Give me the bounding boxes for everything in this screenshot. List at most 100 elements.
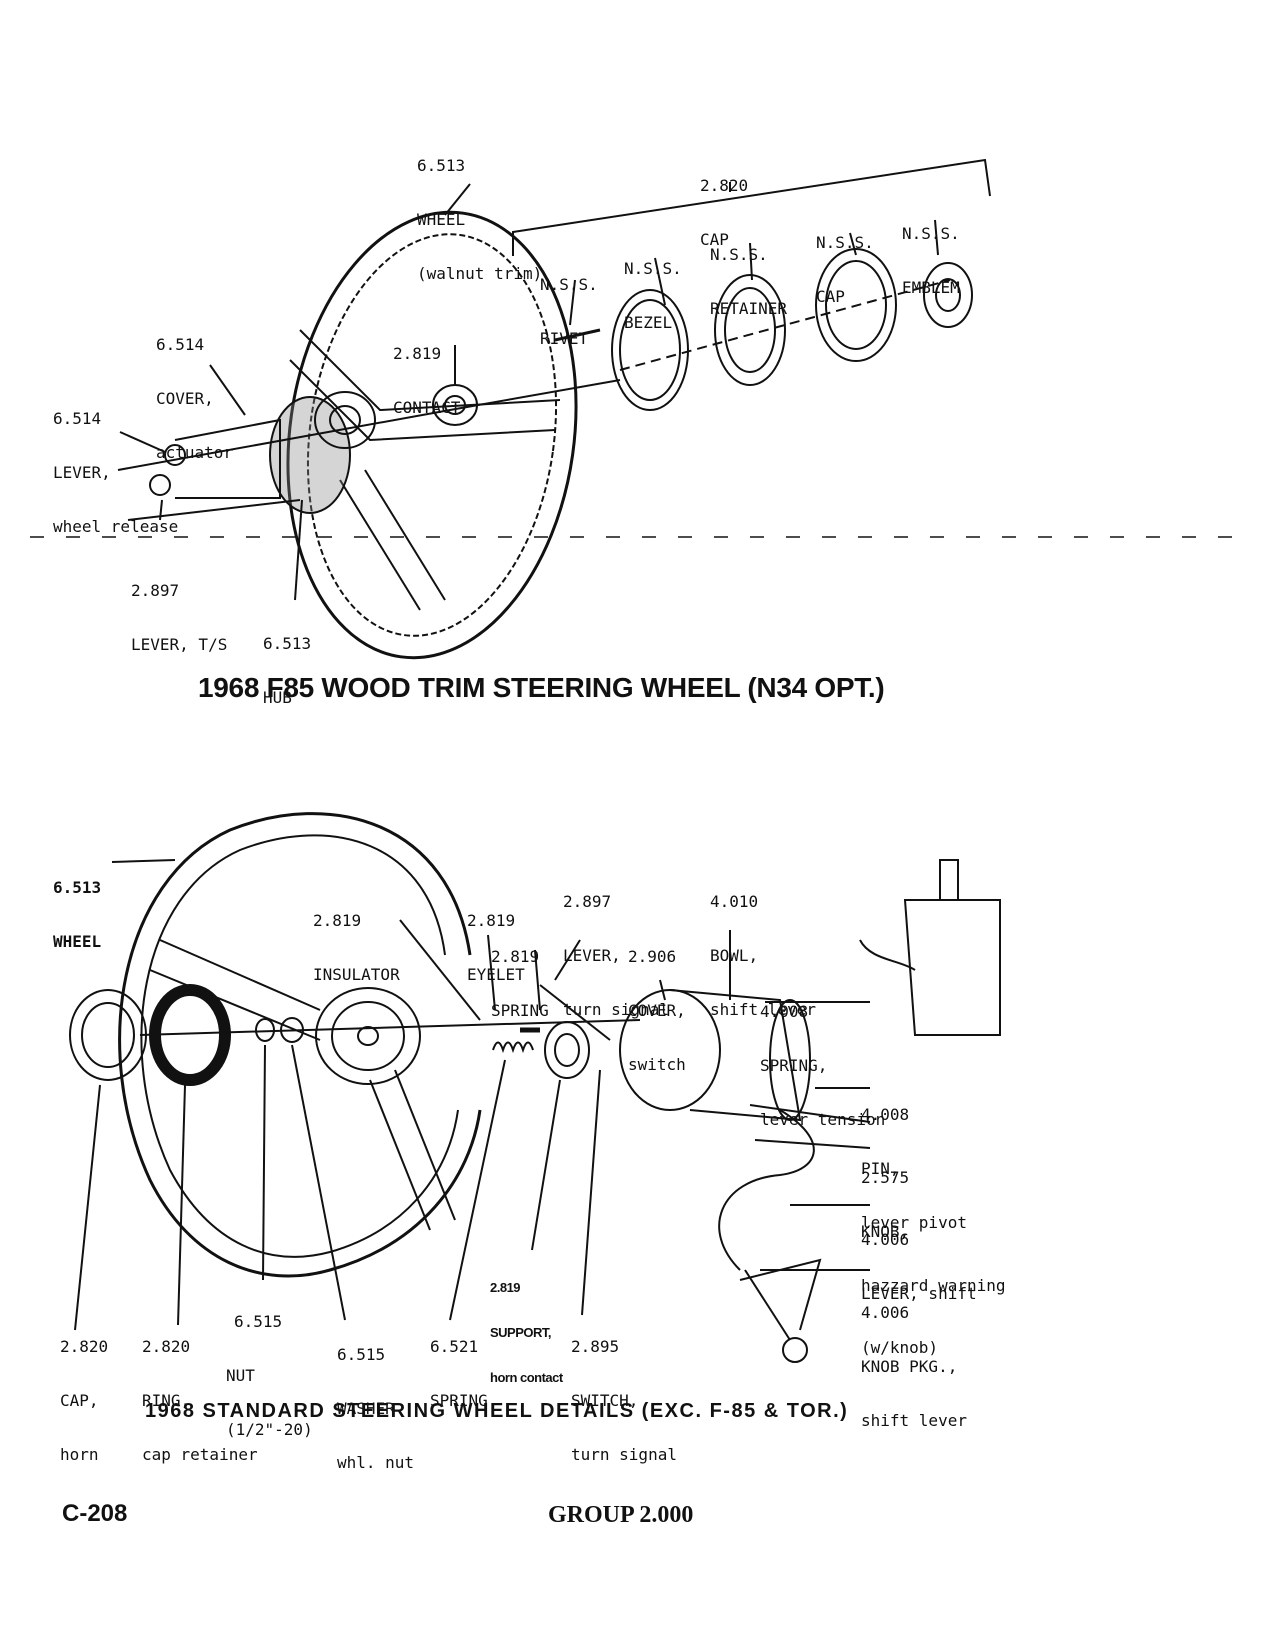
part-number: 2.820 xyxy=(700,176,749,195)
part-desc: turn signal xyxy=(563,1000,669,1019)
label-nss-cap: N.S.S. CAP xyxy=(816,198,874,324)
part-number: 4.008 xyxy=(760,1002,809,1021)
part-number: 6.514 xyxy=(53,409,102,428)
part-number: 4.010 xyxy=(710,892,759,911)
label-wheel-walnut-trim: 6.513 WHEEL (walnut trim) xyxy=(417,121,542,301)
part-desc: lever pivot xyxy=(861,1213,967,1232)
part-number: 6.513 xyxy=(263,634,312,653)
part-number: 2.575 xyxy=(861,1168,910,1187)
part-name: WHEEL xyxy=(53,932,102,951)
part-number: 6.513 xyxy=(417,156,466,175)
part-number: 4.006 xyxy=(861,1303,910,1322)
standard-wheel-drawing xyxy=(69,812,1001,1363)
label-eyelet: 2.819 EYELET xyxy=(467,876,525,1002)
part-desc: (w/knob) xyxy=(861,1338,939,1357)
part-name: LEVER, shift xyxy=(861,1284,977,1303)
part-desc: horn xyxy=(60,1445,99,1464)
part-name: CAP xyxy=(816,287,845,306)
label-spring-2819: 2.819 SPRING xyxy=(491,912,549,1038)
part-name: PIN, xyxy=(861,1159,900,1178)
group-number: GROUP 2.000 xyxy=(548,1502,694,1528)
part-desc: hazzard warning xyxy=(861,1276,1006,1295)
part-number: 6.513 xyxy=(53,878,102,897)
part-number: 2.819 xyxy=(490,1280,521,1295)
part-name: WHEEL xyxy=(417,210,466,229)
label-switch-turn-signal: 2.895 SWITCH, turn signal xyxy=(571,1302,677,1482)
part-name: RING, xyxy=(142,1391,191,1410)
part-desc: wheel release xyxy=(53,517,179,536)
part-number: N.S.S. xyxy=(816,233,874,252)
part-name: NUT xyxy=(226,1366,255,1385)
part-name: HUB xyxy=(263,688,292,707)
part-number: 2.897 xyxy=(131,581,180,600)
label-lever-shift: 4.006 LEVER, shift (w/knob) xyxy=(861,1195,977,1375)
part-number: N.S.S. xyxy=(624,259,682,278)
label-rivet: N.S.S. RIVET xyxy=(540,240,598,366)
label-retainer: N.S.S. RETAINER xyxy=(710,210,787,336)
part-number: N.S.S. xyxy=(710,245,768,264)
label-bezel: N.S.S. BEZEL xyxy=(624,224,682,350)
part-number: 2.895 xyxy=(571,1337,620,1356)
part-number: 6.515 xyxy=(234,1312,283,1331)
label-wheel: 6.513 WHEEL xyxy=(53,843,101,969)
part-name: SPRING, xyxy=(760,1056,828,1075)
part-name: CAP xyxy=(700,230,729,249)
label-contact: 2.819 CONTACT xyxy=(393,309,460,435)
part-desc: horn contact xyxy=(490,1370,563,1385)
label-cover-switch: 2.906 COVER, switch xyxy=(628,912,686,1092)
part-name: INSULATOR xyxy=(313,965,400,984)
label-insulator: 2.819 INSULATOR xyxy=(313,876,400,1002)
part-name: EMBLEM xyxy=(902,278,960,297)
label-spring-lever-tension: 4.008 SPRING, lever tension xyxy=(760,967,885,1147)
part-name: LEVER, xyxy=(53,463,111,482)
label-knob-hazard: 2.575 KNOB, hazzard warning xyxy=(861,1133,1006,1313)
part-name: BEZEL xyxy=(624,313,673,332)
label-spring-6521: 6.521 SPRING xyxy=(430,1302,488,1428)
part-number: 4.006 xyxy=(861,1230,910,1249)
part-number: 6.514 xyxy=(156,335,205,354)
label-hub: 6.513 HUB xyxy=(263,599,311,725)
label-washer: 6.515 WASHER whl. nut xyxy=(337,1310,414,1490)
bottom-diagram-title: 1968 STANDARD STEERING WHEEL DETAILS (EX… xyxy=(145,1400,849,1422)
part-number: 2.906 xyxy=(628,947,677,966)
part-number: N.S.S. xyxy=(902,224,960,243)
part-desc: (walnut trim) xyxy=(417,264,543,283)
label-cover-actuator: 6.514 COVER, actuator xyxy=(156,300,233,480)
label-ring: 2.820 RING, cap retainer xyxy=(142,1302,258,1482)
part-desc: shift lever xyxy=(710,1000,816,1019)
part-number: 6.521 xyxy=(430,1337,479,1356)
part-number: 4.008 xyxy=(861,1105,910,1124)
part-name: COVER, xyxy=(628,1001,686,1020)
label-lever-wheel-release: 6.514 LEVER, wheel release xyxy=(53,374,178,554)
label-lever-ts: 2.897 LEVER, T/S xyxy=(131,546,227,672)
part-name: RETAINER xyxy=(710,299,788,318)
part-desc: whl. nut xyxy=(337,1453,415,1472)
part-number: 2.819 xyxy=(393,344,442,363)
label-cap: 2.820 CAP xyxy=(700,141,748,267)
label-pin-lever-pivot: 4.008 PIN, lever pivot xyxy=(861,1070,967,1250)
label-lever-turn-signal: 2.897 LEVER, turn signal xyxy=(563,857,669,1037)
part-name: SPRING xyxy=(430,1391,488,1410)
part-name: KNOB, xyxy=(861,1222,910,1241)
label-nut: 6.515 NUT (1/2"-20) xyxy=(226,1277,313,1457)
part-number: N.S.S. xyxy=(540,275,598,294)
part-number: 6.515 xyxy=(337,1345,386,1364)
part-desc: switch xyxy=(628,1055,686,1074)
part-desc: lever tension xyxy=(760,1110,886,1129)
part-name: COVER, xyxy=(156,389,214,408)
part-name: LEVER, xyxy=(563,946,621,965)
part-name: CONTACT xyxy=(393,398,461,417)
label-support-horn-contact: 2.819 SUPPORT, horn contact xyxy=(490,1250,563,1400)
label-bowl: 4.010 BOWL, shift lever xyxy=(710,857,816,1037)
part-name: WASHER xyxy=(337,1399,395,1418)
part-name: SUPPORT, xyxy=(490,1325,552,1340)
part-name: SWITCH, xyxy=(571,1391,639,1410)
part-number: 2.820 xyxy=(60,1337,109,1356)
top-diagram-title: 1968 F85 WOOD TRIM STEERING WHEEL (N34 O… xyxy=(198,672,885,703)
part-number: 2.820 xyxy=(142,1337,191,1356)
part-number: 2.897 xyxy=(563,892,612,911)
part-name: KNOB PKG., xyxy=(861,1357,958,1376)
wood-trim-wheel-drawing xyxy=(30,158,1240,660)
